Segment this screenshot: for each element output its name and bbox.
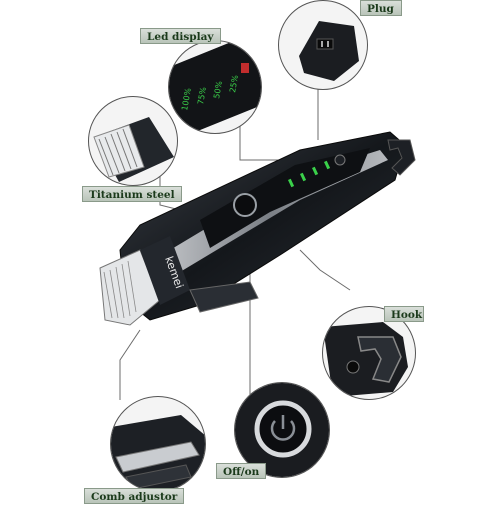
comb-adjustor-zoom bbox=[110, 396, 206, 492]
label-comb-adjustor: Comb adjustor bbox=[84, 488, 185, 504]
power-switch-zoom bbox=[234, 382, 330, 478]
hook-zoom bbox=[322, 306, 416, 400]
led-display-zoom: 100% 75% 50% 25% bbox=[168, 40, 262, 134]
led-level-100: 100% bbox=[180, 87, 193, 111]
led-level-75: 75% bbox=[196, 86, 208, 105]
label-plug: Plug bbox=[360, 0, 402, 16]
led-level-25: 25% bbox=[228, 74, 240, 93]
led-level-50: 50% bbox=[212, 80, 224, 99]
label-hook: Hook bbox=[384, 306, 424, 322]
label-titanium-steel: Titanium steel bbox=[82, 186, 182, 202]
clipper-body bbox=[99, 131, 416, 326]
titanium-blade-zoom bbox=[88, 96, 178, 186]
label-led-display: Led display bbox=[140, 28, 221, 44]
label-off-on: Off/on bbox=[216, 463, 267, 479]
plug-zoom bbox=[278, 0, 368, 90]
